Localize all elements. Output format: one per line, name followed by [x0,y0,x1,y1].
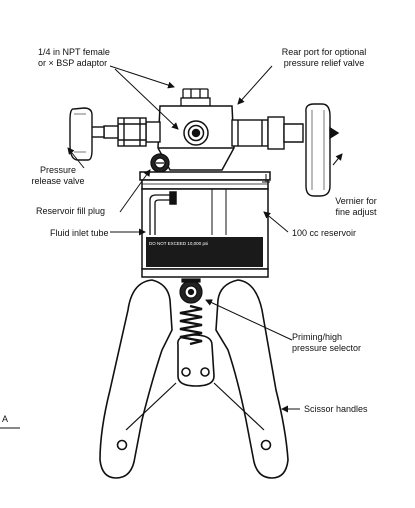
warning-plate [146,237,263,267]
label-pressure-release-valve: Pressure release valve [31,165,85,186]
pump-body [157,105,235,171]
reservoir-fill-plug [150,153,170,173]
spring [179,304,203,346]
label-priming-selector: Priming/high pressure selector [292,332,362,353]
label-adaptor: 1/4 in NPT female or × BSP adaptor [38,47,110,68]
label-reservoir: 100 cc reservoir [292,228,357,238]
warning-plate-text: DO NOT EXCEED 10,000 psi [149,241,208,246]
top-adaptor [180,88,211,107]
label-fluid-inlet-tube: Fluid inlet tube [50,228,109,238]
priming-selector-knob [179,278,203,304]
label-rear-port: Rear port for optional pressure relief v… [281,47,367,68]
scissor-handles [99,279,289,479]
label-reservoir-fill-plug: Reservoir fill plug [36,206,106,216]
label-vernier: Vernier for fine adjust [335,196,377,217]
label-scissor-handles: Scissor handles [304,404,368,414]
figure-letter: A [2,414,9,424]
leader-lines [0,65,343,429]
pressure-release-valve [69,107,161,161]
vernier-adjuster [231,103,340,197]
reservoir-dimension-marks [262,174,270,183]
